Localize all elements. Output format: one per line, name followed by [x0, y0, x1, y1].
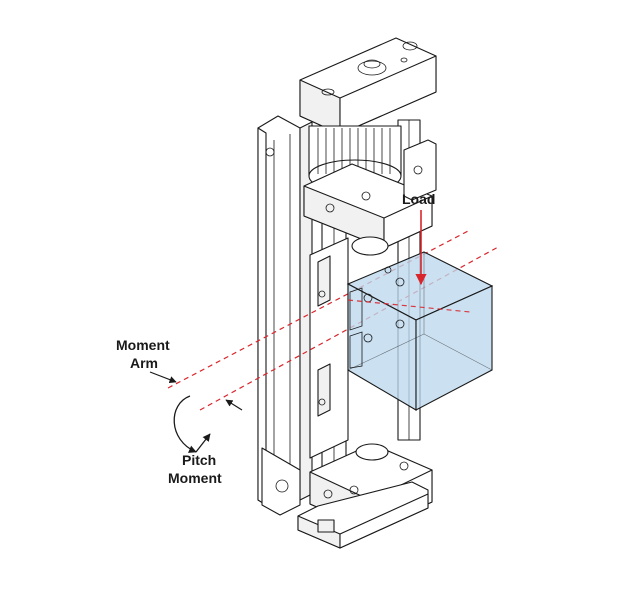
moment-arm-label-line2: Arm [130, 355, 158, 371]
pitch-moment-label-line1: Pitch [182, 452, 216, 468]
top-head [299, 37, 437, 256]
bottom-head [297, 443, 433, 549]
moment-arm-label-line1: Moment [116, 337, 170, 353]
pitch-moment-label-line2: Moment [168, 470, 222, 486]
carriage [309, 237, 349, 459]
load-block [346, 251, 494, 411]
moment-arm-arrow-icon [149, 371, 243, 411]
curved-arrow-icon [173, 395, 211, 453]
moment-arm-reference-lines [167, 229, 501, 411]
base-frame [257, 115, 313, 516]
load-label: Load [402, 191, 435, 207]
